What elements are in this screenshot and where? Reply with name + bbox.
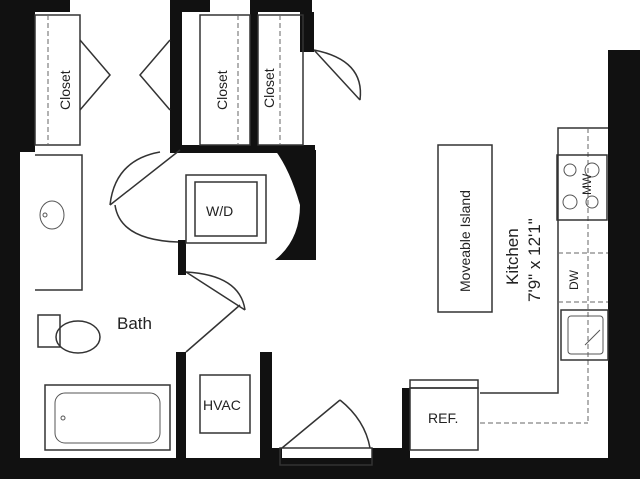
hvac: HVAC [199,374,251,434]
refrigerator-label: REF. [428,410,458,426]
closet-3-label: Closet [261,68,277,108]
washer-dryer: W/D [185,174,267,244]
closets: Closet Closet Closet [34,14,362,146]
washer-dryer-label: W/D [206,203,233,219]
bath: Bath [35,149,246,451]
closet-1-label: Closet [57,70,73,110]
closet-2-label: Closet [214,70,230,110]
island-label: Moveable Island [457,190,473,292]
kitchen-label: Kitchen [503,228,522,285]
entry-door[interactable] [279,399,373,466]
kitchen: Moveable Island Kitchen 7'9" x 12'1" MW … [409,127,609,451]
microwave-label: MW [580,173,594,195]
bath-label: Bath [117,314,152,333]
hvac-label: HVAC [203,397,241,413]
dishwasher-label: DW [567,269,581,290]
kitchen-dimensions: 7'9" x 12'1" [525,218,544,302]
